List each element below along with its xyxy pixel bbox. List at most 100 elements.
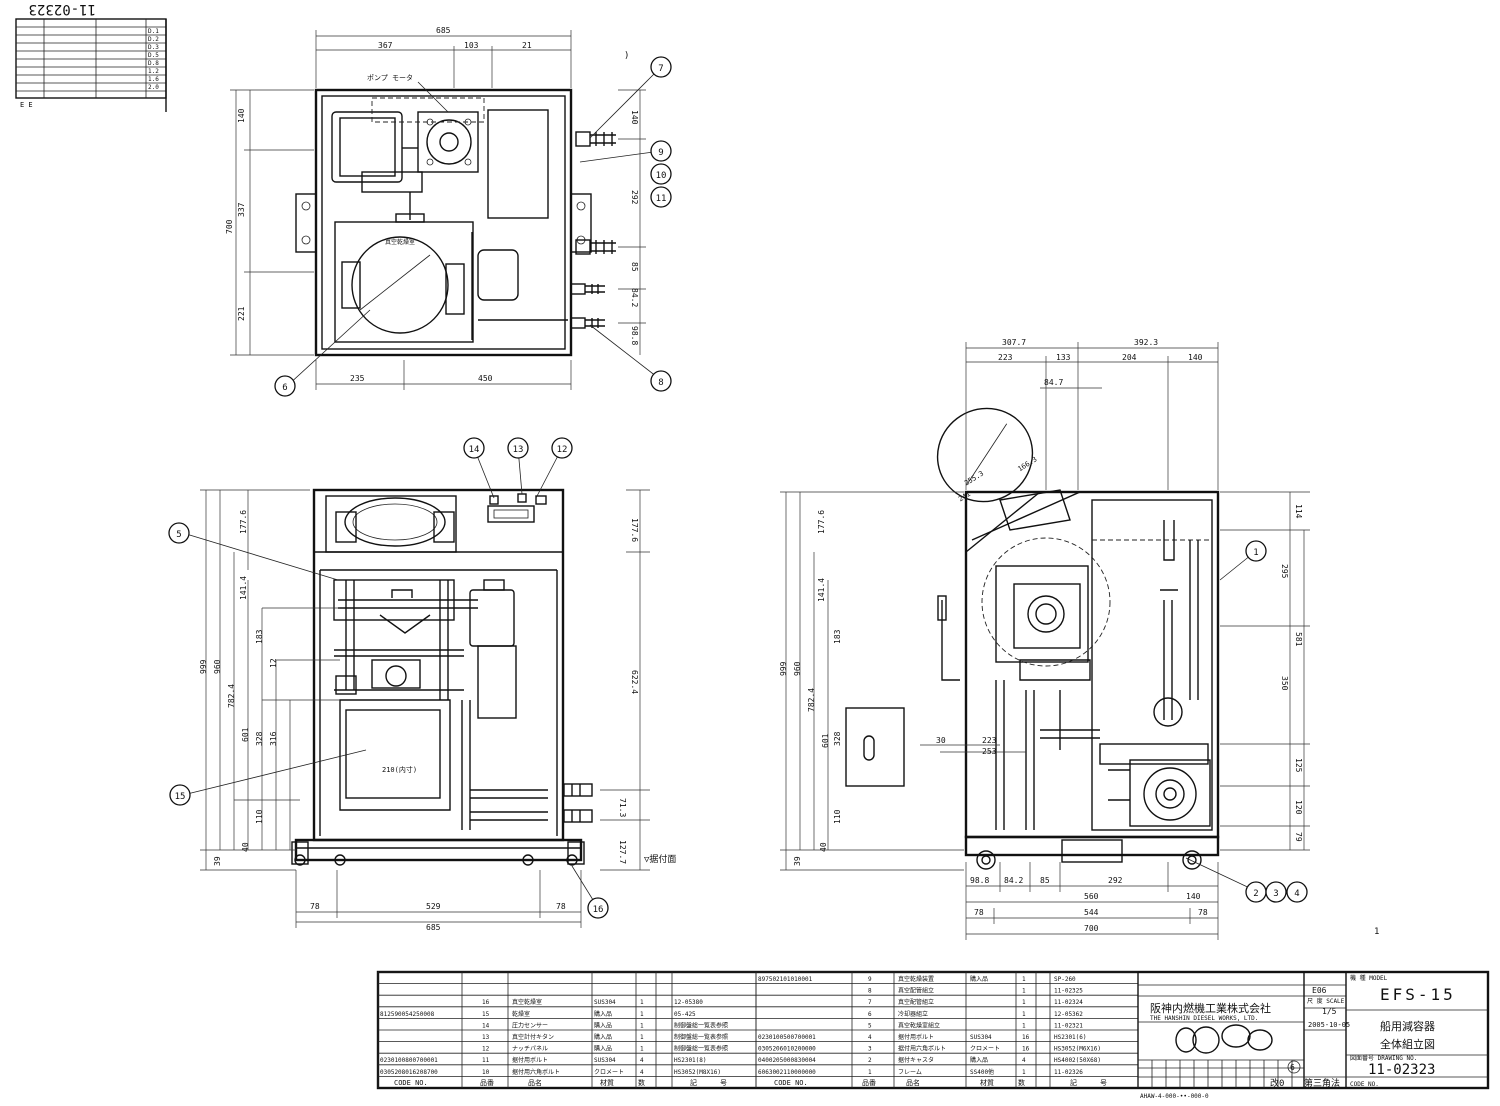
balloon-4: 4 (1286, 881, 1308, 903)
parts-right-cell: 1 (1022, 999, 1026, 1006)
top-view: ポンプ モータ 真空乾燥室 685 367 10 (225, 26, 646, 390)
balloon-label: 12 (557, 445, 568, 455)
dim-side-r-295: 295 (1280, 564, 1289, 579)
dim-front-right-71-3: 71.3 (618, 798, 627, 817)
parts-right-cell: 11-02321 (1054, 1022, 1083, 1029)
rev-row-value: D.5 (148, 52, 159, 59)
parts-right-cell: 真空乾燥室組立 (898, 1021, 940, 1029)
balloon-14: 14 (463, 437, 485, 459)
dim-front-183: 183 (255, 629, 264, 644)
parts-right-cell: 据付キャスタ (898, 1056, 934, 1064)
balloon-5: 5 (168, 522, 190, 544)
dim-left-221: 221 (237, 306, 246, 321)
parts-right-cell: 3 (868, 1046, 872, 1053)
parts-left-cell: 11 (482, 1057, 490, 1064)
dim-right-85: 85 (630, 262, 639, 272)
dim-front-39: 39 (213, 856, 222, 866)
dim-side-b-544: 544 (1084, 908, 1099, 917)
parts-right-cell: 6 (868, 1011, 872, 1018)
rev-row-value: 1.2 (148, 68, 159, 75)
parts-right-header: 材質 (980, 1078, 994, 1087)
parts-left-header: 号 (720, 1079, 727, 1087)
dim-side-84-7: 84.7 (1044, 378, 1063, 387)
balloon-label: 8 (658, 378, 663, 388)
parts-right-cell: SUS304 (970, 1034, 992, 1041)
sheet-mark: 改0 (1270, 1077, 1284, 1089)
dim-side-223b: 223 (982, 736, 997, 745)
parts-right-header: 号 (1100, 1079, 1107, 1087)
parts-right-cell: 11-02325 (1054, 988, 1083, 995)
dim-side-392-3: 392.3 (1134, 338, 1158, 347)
dim-side-253: 253 (982, 747, 997, 756)
dim-front-316: 316 (269, 731, 278, 746)
dim-side-223: 223 (998, 353, 1013, 362)
dim-side-140: 140 (1188, 353, 1203, 362)
parts-right-cell: 据付用六角ボルト (898, 1045, 946, 1053)
parts-right-cell: 1 (1022, 1011, 1026, 1018)
label-drum: 真空乾燥室 (385, 238, 415, 246)
rev-row-value: D.8 (148, 60, 159, 67)
parts-right-cell: SP-260 (1054, 976, 1076, 983)
dim-side-177-6: 177.6 (817, 510, 826, 534)
dim-side-30: 30 (936, 736, 946, 745)
parts-left-cell: SUS304 (594, 999, 616, 1006)
parts-right-cell: フレーム (898, 1069, 922, 1076)
tick-mark: ) (624, 51, 629, 61)
balloon-label: 9 (658, 148, 663, 158)
parts-right-cell: 12-05362 (1054, 1011, 1083, 1018)
size-code: E06 (1312, 986, 1327, 995)
balloon-label: 3 (1273, 889, 1278, 899)
parts-left-cell: 812590054250008 (380, 1011, 435, 1018)
dim-side-166-3: 166.3 (1016, 455, 1038, 473)
parts-left-cell: 14 (482, 1022, 490, 1029)
dim-side-b-140: 140 (1186, 892, 1201, 901)
parts-left-cell: 乾燥室 (512, 1010, 530, 1018)
balloon-11: 11 (650, 186, 672, 208)
parts-left-cell: 0230100800700001 (380, 1057, 438, 1064)
dim-top-367: 367 (378, 41, 393, 50)
dim-side-r-120: 120 (1294, 800, 1303, 815)
parts-right-cell: HS3052(M6X16) (1054, 1046, 1101, 1053)
parts-left-cell: 圧力センサー (512, 1021, 548, 1029)
parts-right-cell: 購入品 (970, 1056, 988, 1064)
dim-side-255-3: 255.3 (963, 469, 985, 487)
company-name: 阪神内燃機工業株式会社 (1150, 1001, 1271, 1015)
parts-left-cell: 0305208016208700 (380, 1069, 438, 1076)
balloon-10: 10 (650, 163, 672, 185)
parts-right-cell: 897502101010001 (758, 976, 813, 983)
balloon-label: 2 (1253, 889, 1258, 899)
balloon-label: 11 (656, 194, 667, 204)
parts-left-cell: 16 (482, 999, 490, 1006)
parts-left-cell: 1 (640, 1022, 644, 1029)
dim-side-r-125: 125 (1294, 758, 1303, 773)
scale-value: 1/5 (1322, 1007, 1337, 1016)
dim-side-960: 960 (793, 661, 802, 676)
parts-right-cell: 8 (868, 988, 872, 995)
parts-left-cell: 1 (640, 1046, 644, 1053)
parts-left-cell: 購入品 (594, 1010, 612, 1018)
drawing-no-value: 11-02323 (1368, 1062, 1435, 1078)
parts-left-cell: 15 (482, 1011, 490, 1018)
balloon-label: 4 (1294, 889, 1299, 899)
label-inner-210: 210(内寸) (382, 765, 417, 774)
dim-right-84-2: 84.2 (630, 288, 639, 307)
dim-front-177-6: 177.6 (239, 510, 248, 534)
balloon-1: 1 (1245, 540, 1267, 562)
balloon-3: 3 (1265, 881, 1287, 903)
dim-front-right-177-6: 177.6 (630, 518, 639, 542)
dim-right-140: 140 (630, 110, 639, 125)
dim-side-b-78a: 78 (974, 908, 984, 917)
parts-right-header: 数 (1018, 1078, 1025, 1087)
dim-front-999: 999 (199, 659, 208, 674)
date-value: 2005-10-05 (1308, 1021, 1350, 1029)
dim-bottom-450: 450 (478, 374, 493, 383)
parts-right-cell: 1 (1022, 976, 1026, 983)
dim-side-183: 183 (833, 629, 842, 644)
balloon-2: 2 (1245, 881, 1267, 903)
dim-side-133: 133 (1056, 353, 1071, 362)
balloon-label: 16 (593, 905, 604, 915)
parts-right-cell: 0230100500700001 (758, 1034, 816, 1041)
dim-front-b-529: 529 (426, 902, 441, 911)
rev-row-value: 2.0 (148, 84, 159, 91)
